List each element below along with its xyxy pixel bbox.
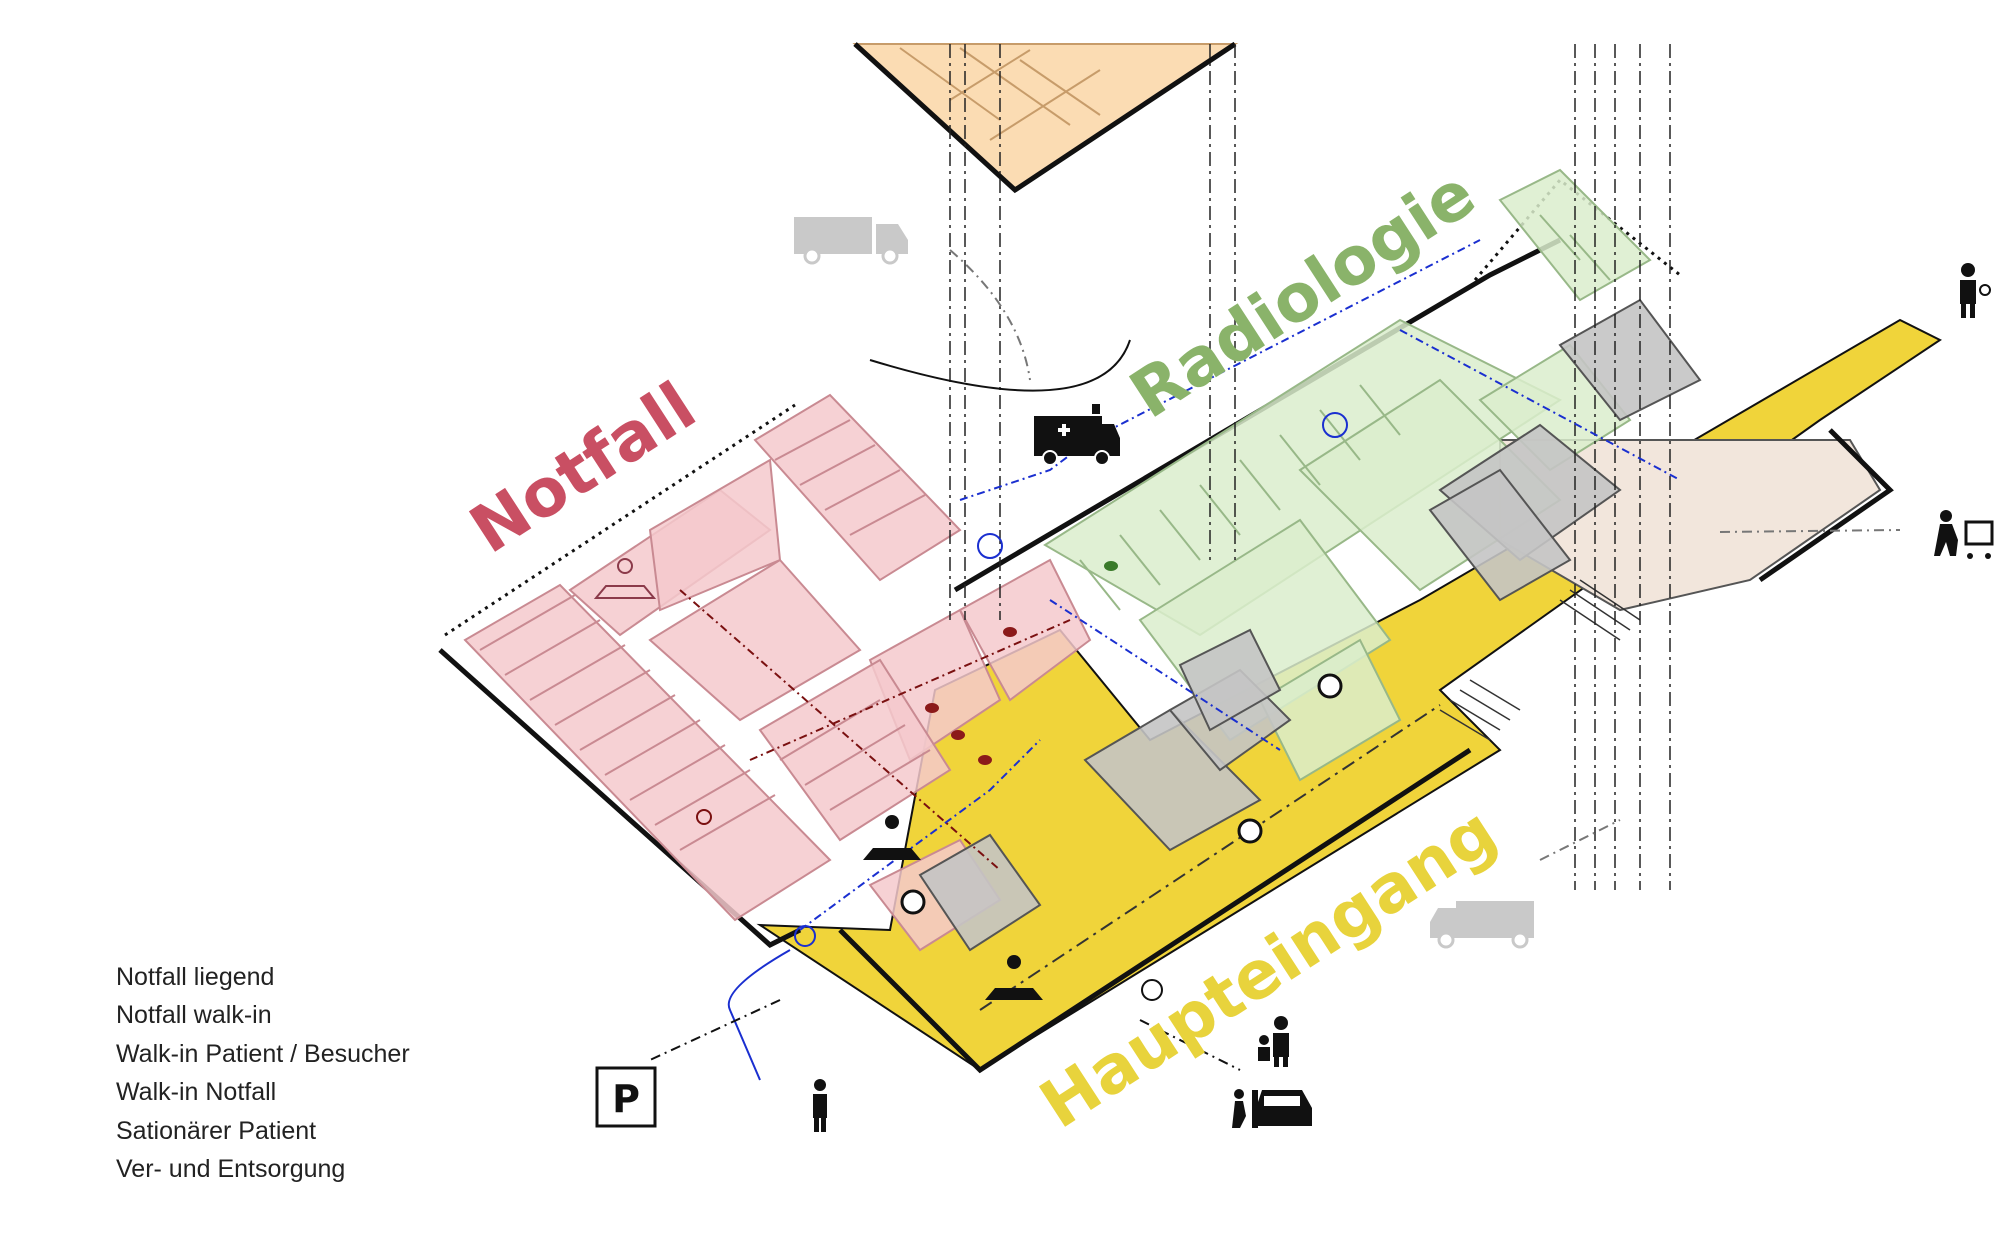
legend-item-walk-in-notfall: Walk-in Notfall	[22, 1074, 492, 1113]
legend-item-notfall-liegend: Notfall liegend	[22, 958, 492, 997]
delivery-cart-icon	[1934, 510, 1994, 559]
legend-label: Notfall liegend	[116, 962, 275, 991]
legend-label: Walk-in Notfall	[116, 1078, 277, 1107]
legend-item-stationaerer-patient: Sationärer Patient	[22, 1112, 492, 1151]
legend-item-ver-und-entsorgung: Ver- und Entsorgung	[22, 1151, 492, 1190]
legend-label: Walk-in Patient / Besucher	[116, 1039, 410, 1068]
path-nodes	[696, 412, 1348, 1001]
parking-icon: P	[595, 1066, 657, 1128]
waiting-room-icon	[593, 558, 1043, 1000]
legend-label: Notfall walk-in	[116, 1001, 272, 1030]
truck-icon	[794, 217, 1534, 949]
bed-markers	[925, 561, 1118, 765]
svg-text:P: P	[612, 1077, 640, 1121]
legend: Notfall liegend Notfall walk-in Walk-in …	[22, 958, 492, 1189]
upper-floor-block	[852, 41, 1239, 194]
vertical-shafts	[949, 44, 1671, 890]
legend-label: Sationärer Patient	[116, 1116, 317, 1145]
legend-item-notfall-walk-in: Notfall walk-in	[22, 997, 492, 1036]
stairs-icon	[1439, 579, 1641, 741]
circulation-paths	[649, 239, 1901, 1081]
legend-label: Ver- und Entsorgung	[116, 1155, 346, 1184]
car-drop-off-icon	[1232, 1089, 1312, 1128]
legend-item-walk-in-patient: Walk-in Patient / Besucher	[22, 1035, 492, 1074]
family-icon	[1258, 1016, 1289, 1067]
pedestrian-icon	[813, 1079, 827, 1132]
clock-icon	[900, 673, 1343, 915]
ambulance-icon	[1034, 404, 1120, 466]
doctor-icon	[1960, 263, 1991, 318]
